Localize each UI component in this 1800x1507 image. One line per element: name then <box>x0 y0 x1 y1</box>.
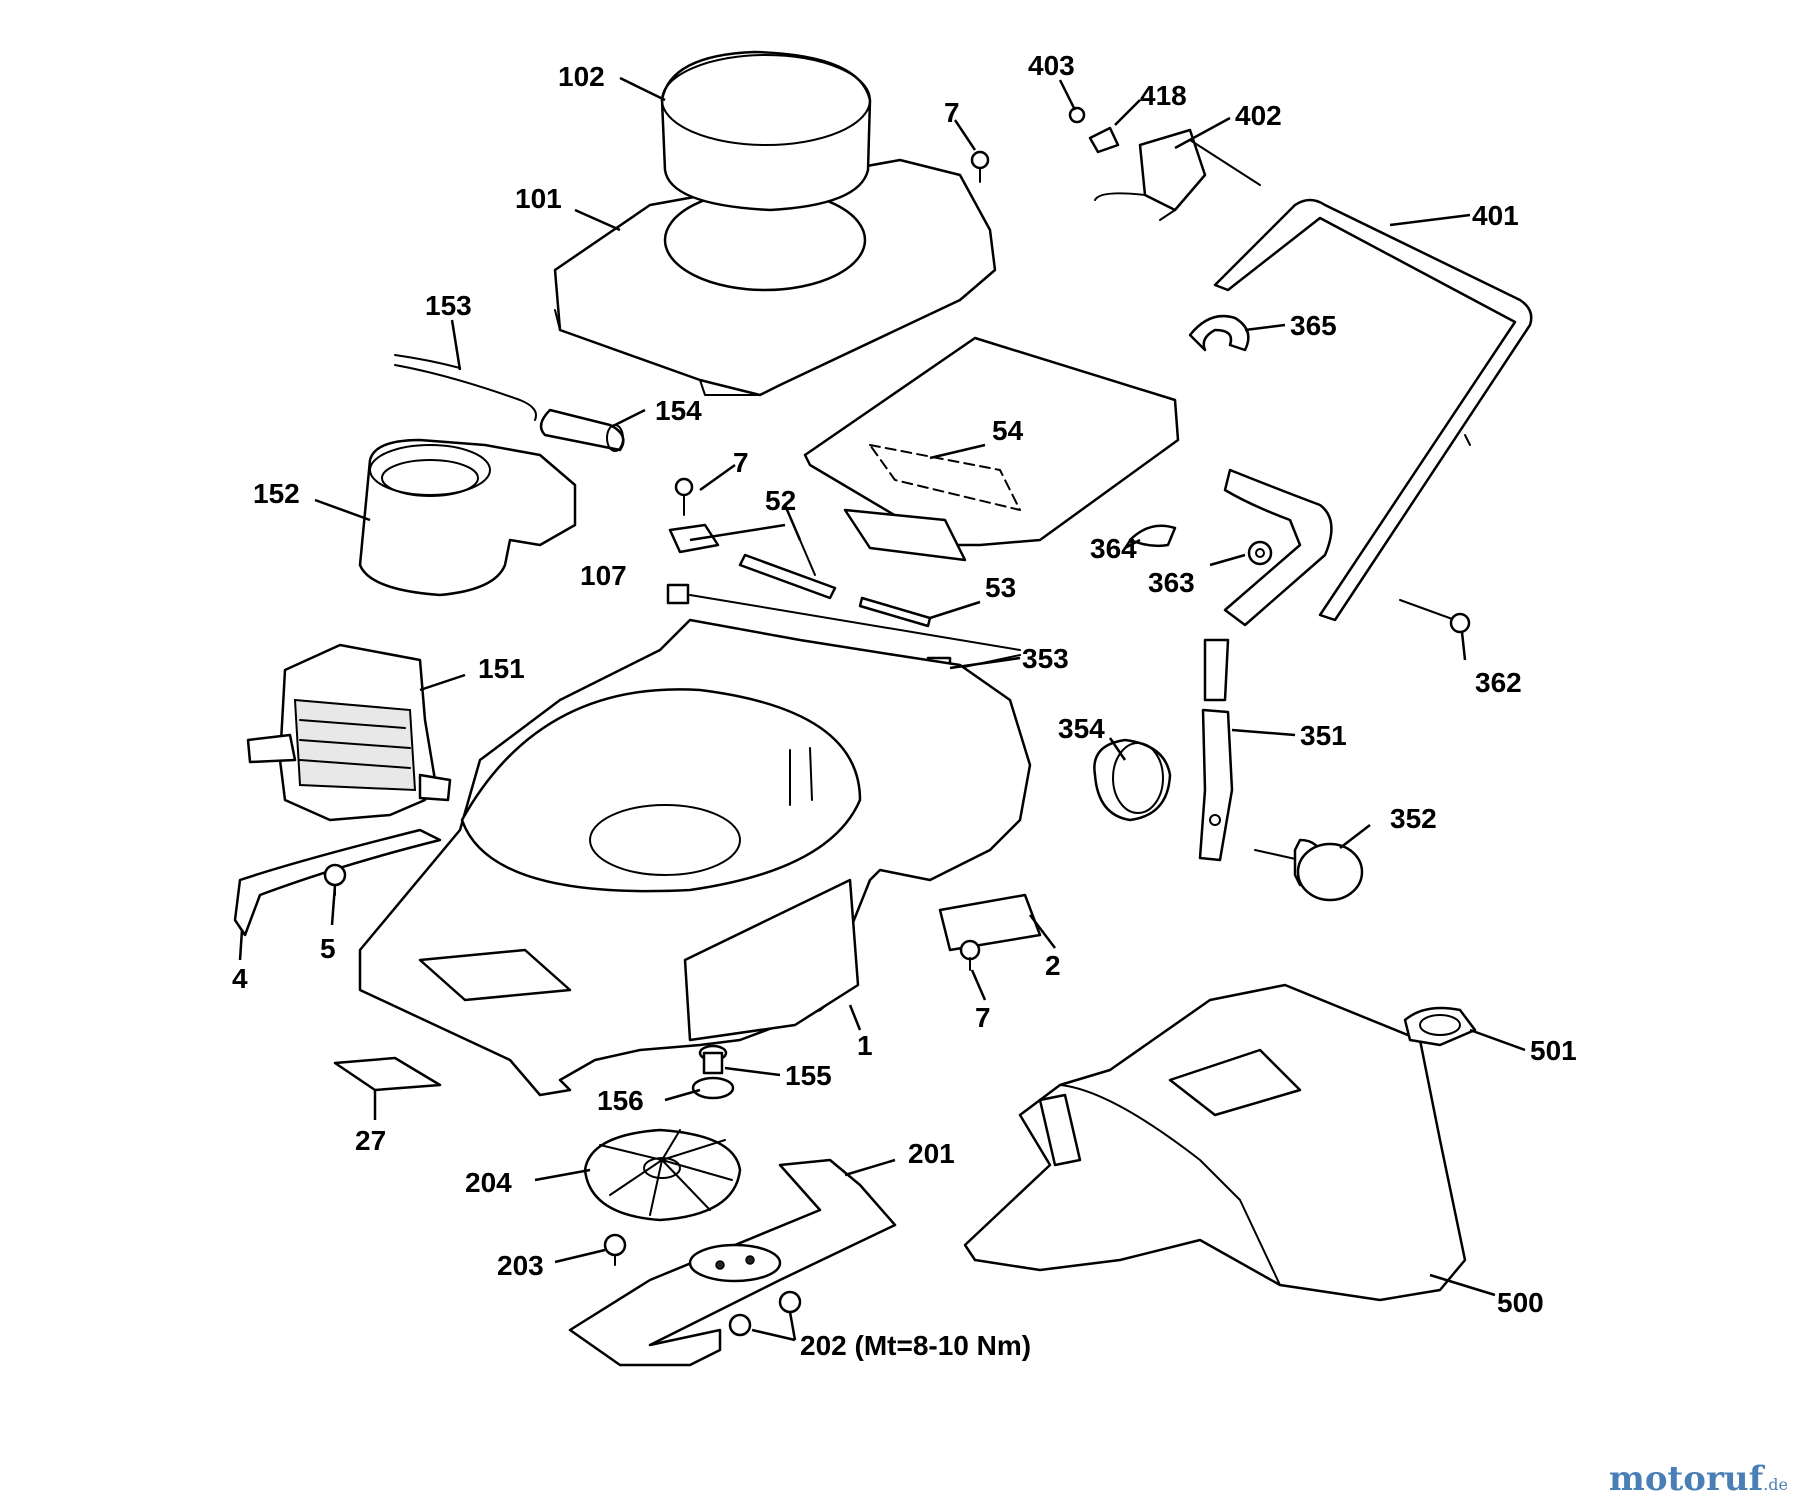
callout-151: 151 <box>478 653 525 684</box>
watermark-suffix: .de <box>1763 1475 1788 1494</box>
callout-500: 500 <box>1497 1287 1544 1318</box>
callout-101: 101 <box>515 183 562 214</box>
callout-418: 418 <box>1140 80 1187 111</box>
part-7-screw-low <box>959 939 981 971</box>
callout-403: 403 <box>1028 50 1075 81</box>
part-351-lower-handle <box>1198 468 1333 862</box>
callout-155: 155 <box>785 1060 832 1091</box>
part-53-pin <box>858 596 932 628</box>
callout-362: 362 <box>1475 667 1522 698</box>
callout-154: 154 <box>655 395 702 426</box>
callout-1: 1 <box>857 1030 873 1061</box>
part-154-capacitor <box>539 408 625 452</box>
part-365-clip <box>1188 314 1250 352</box>
callout-102: 102 <box>558 61 605 92</box>
callout-52: 52 <box>765 485 796 516</box>
part-155-spacer <box>698 1044 728 1075</box>
part-204-fan <box>583 1128 742 1222</box>
callout-352: 352 <box>1390 803 1437 834</box>
part-2-plate <box>938 893 1042 952</box>
callout-365: 365 <box>1290 310 1337 341</box>
part-501-clip <box>1403 1006 1477 1047</box>
callout-54: 54 <box>992 415 1024 446</box>
part-403-screw <box>1068 106 1086 124</box>
part-54-flap <box>803 336 1180 562</box>
part-354-cap <box>1093 738 1172 822</box>
callout-4: 4 <box>232 963 248 994</box>
part-4-strip <box>233 828 442 937</box>
part-102-dome <box>660 50 872 212</box>
part-151-motor <box>246 643 452 822</box>
callout-7-low: 7 <box>975 1002 991 1033</box>
callout-501: 501 <box>1530 1035 1577 1066</box>
callout-363: 363 <box>1148 567 1195 598</box>
part-152-motor-housing <box>358 438 577 597</box>
callout-53: 53 <box>985 572 1016 603</box>
part-52-spring-rod <box>738 539 837 600</box>
part-352-knob <box>1254 838 1364 902</box>
callout-153: 153 <box>425 290 472 321</box>
part-1-deck <box>358 618 1032 1097</box>
callout-402: 402 <box>1235 100 1282 131</box>
callout-labels: 102 101 7 403 418 402 401 365 153 154 54… <box>232 50 1577 1361</box>
callout-107: 107 <box>580 560 627 591</box>
callout-401: 401 <box>1472 200 1519 231</box>
callout-364: 364 <box>1090 533 1137 564</box>
callout-203: 203 <box>497 1250 544 1281</box>
part-402-switch <box>1094 128 1261 221</box>
part-500-grass-catcher <box>963 983 1467 1302</box>
part-363-nut <box>1247 540 1273 566</box>
callout-152: 152 <box>253 478 300 509</box>
watermark-main: motoruf <box>1608 1459 1764 1499</box>
part-201-blade <box>568 1158 897 1367</box>
callout-5: 5 <box>320 933 336 964</box>
callout-351: 351 <box>1300 720 1347 751</box>
part-27-part <box>333 1056 442 1092</box>
part-364-wing-nut <box>1128 524 1177 548</box>
part-203-screw <box>603 1233 627 1266</box>
watermark-logo: motoruf.de <box>1609 1459 1788 1499</box>
callout-156: 156 <box>597 1085 644 1116</box>
callout-2: 2 <box>1045 950 1061 981</box>
callout-354: 354 <box>1058 713 1105 744</box>
part-7-screw-top <box>970 150 990 183</box>
callout-27: 27 <box>355 1125 386 1156</box>
part-362-bolt <box>1399 599 1471 634</box>
part-401-upper-handle <box>1213 198 1533 622</box>
callout-204: 204 <box>465 1167 512 1198</box>
part-7-screw-mid <box>674 477 694 516</box>
part-153-cable <box>394 354 537 421</box>
part-101-cover <box>553 158 997 397</box>
part-418-clip <box>1088 126 1120 154</box>
callout-7-top: 7 <box>944 97 960 128</box>
callout-7-mid: 7 <box>733 447 749 478</box>
leader-lines <box>238 76 1526 1342</box>
callout-201: 201 <box>908 1138 955 1169</box>
callout-353: 353 <box>1022 643 1069 674</box>
part-156-washer <box>691 1076 735 1100</box>
callout-202: 202 (Mt=8-10 Nm) <box>800 1330 1031 1361</box>
